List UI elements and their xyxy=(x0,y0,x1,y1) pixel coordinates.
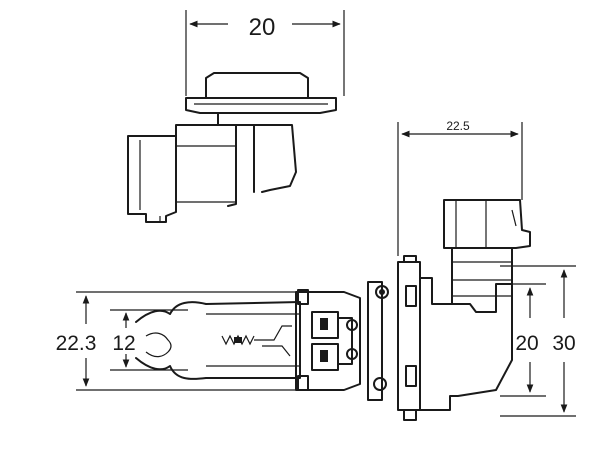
dimension-side-width: 22.5 xyxy=(401,119,519,138)
dimension-left-outer: 22.3 xyxy=(56,295,97,387)
dimension-label-top-width: 20 xyxy=(249,14,276,41)
top-connector-view xyxy=(127,10,345,223)
dimension-label-right-inner: 20 xyxy=(515,332,538,355)
extension-lines-right xyxy=(397,122,576,417)
dimension-left-inner: 12 xyxy=(112,312,136,368)
dimension-right-outer: 30 xyxy=(552,269,576,413)
dimension-label-left-inner: 12 xyxy=(112,332,135,355)
dimension-label-side-width: 22.5 xyxy=(446,119,470,133)
dimension-right-inner: 20 xyxy=(515,287,539,393)
extension-lines-left xyxy=(76,291,300,391)
dimension-label-right-outer: 30 xyxy=(552,332,575,355)
dimension-top-width: 20 xyxy=(189,14,341,41)
side-bulb-view xyxy=(135,199,531,421)
dimension-label-left-outer: 22.3 xyxy=(56,332,97,355)
